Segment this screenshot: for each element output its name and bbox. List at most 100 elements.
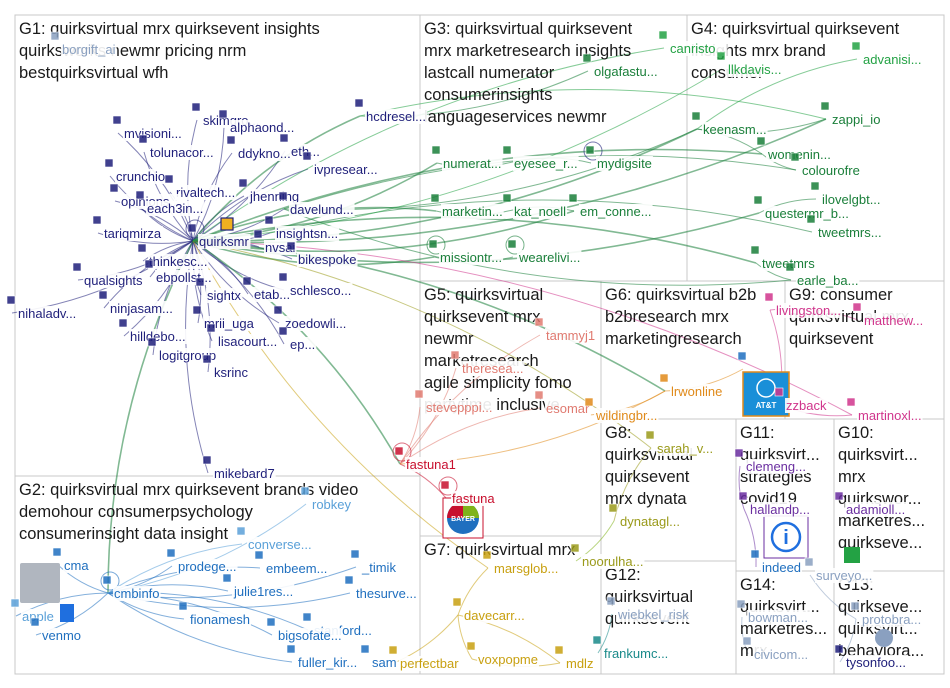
node-lisacourt[interactable]: lisacourt... (206, 323, 279, 349)
node-quirksmr[interactable]: quirksmr (187, 223, 251, 249)
node-davelund[interactable]: davelund... (278, 191, 355, 217)
node-dynatagl[interactable]: dynatagl... (608, 503, 681, 529)
node-rivaltech[interactable]: rivaltech... (164, 174, 237, 200)
node-perfectbar[interactable]: perfectbar (388, 645, 461, 671)
node-converse[interactable]: converse... (236, 526, 313, 552)
node-ivpresear[interactable]: ivpresear... (302, 151, 379, 177)
node-llkdavis[interactable]: llkdavis... (716, 51, 783, 77)
node-livingston[interactable]: livingston... (764, 292, 843, 318)
node-protobra[interactable]: protobra... (850, 601, 923, 627)
node-jhenning[interactable]: jhenning (238, 178, 301, 204)
node-fastuna1[interactable]: fastuna1 (394, 446, 457, 472)
node-colourofre[interactable]: colourofre (790, 152, 861, 178)
node-hilldebo[interactable]: hilldebo... (118, 318, 187, 344)
node-hcdresel[interactable]: hcdresel... (354, 98, 427, 124)
node-theresea[interactable]: theresea... (450, 350, 525, 376)
node-frankumc[interactable]: frankumc... (592, 635, 670, 661)
node-mydigsite[interactable]: mydigsite (585, 145, 653, 171)
node-alphaond[interactable]: alphaond... (218, 109, 296, 135)
node-insightsn[interactable]: insightsn... (264, 215, 340, 241)
node-each3in[interactable]: each3in... (135, 190, 205, 216)
node-eyesee-r[interactable]: eyesee_r... (502, 145, 579, 171)
node-fastuna[interactable]: fastuna (440, 480, 497, 506)
node-borgift-ai[interactable]: borgift_ai (50, 31, 117, 57)
node-ksrinc[interactable]: ksrinc (202, 354, 250, 380)
node-thesurve[interactable]: thesurve... (344, 575, 418, 601)
node-hallandp[interactable]: hallandp... (738, 491, 811, 517)
node-att[interactable] (737, 351, 747, 361)
node-numerat[interactable]: numerat... (431, 145, 503, 171)
node-apple[interactable]: apple (10, 598, 55, 624)
node-sarah-v[interactable]: sarah_v... (645, 430, 715, 456)
node-thinkesc[interactable]: thinkesc... (137, 243, 209, 269)
node-tolunacor[interactable]: tolunacor... (138, 134, 215, 160)
node-venmo[interactable]: venmo (30, 617, 83, 643)
node-timik[interactable]: _timik (350, 549, 398, 575)
node-missiontr[interactable]: missiontr... (428, 239, 504, 265)
node-surveyo[interactable]: surveyo... (804, 557, 874, 583)
node-sightx[interactable]: sightx (195, 277, 243, 303)
node-matthew[interactable]: matthew... (852, 302, 925, 328)
node-marsglob[interactable]: marsglob... (482, 550, 560, 576)
node-bowman[interactable]: bowman... (736, 599, 809, 625)
node-olgafastu[interactable]: olgafastu... (582, 53, 659, 79)
node-qualsights[interactable]: qualsights (72, 262, 145, 288)
node-marketin[interactable]: marketin... (430, 193, 504, 219)
node-clemeng[interactable]: clemeng... (734, 448, 807, 474)
node-earle-ba[interactable]: earle_ba... (785, 262, 860, 288)
node-davecarr[interactable]: davecarr... (452, 597, 526, 623)
node-stevepppi[interactable]: stevepppi... (414, 389, 494, 415)
node-mvisioni[interactable]: mvisioni... (112, 115, 183, 141)
node-wildingbr[interactable]: wildingbr... (584, 397, 659, 423)
node-civicom[interactable]: civicom... (742, 636, 810, 662)
node-nihaladv[interactable]: nihaladv... (6, 295, 78, 321)
node-eth[interactable]: eth... (279, 133, 321, 159)
node-martinoxl[interactable]: martinoxl... (846, 397, 923, 423)
node-em-conne[interactable]: em_conne... (568, 193, 653, 219)
node-fuller-kir[interactable]: fuller_kir... (286, 644, 359, 670)
node-zzback[interactable]: zzback (774, 387, 828, 413)
node-sam[interactable]: sam (360, 644, 398, 670)
node-kat-noell[interactable]: kat_noell (502, 193, 568, 219)
node-etab[interactable]: etab... (242, 276, 292, 302)
node-julie1res[interactable]: julie1res... (222, 573, 295, 599)
node-wiebkel-risk[interactable]: wiebkel_risk (606, 596, 691, 622)
node-cmbinfo[interactable]: cmbinfo (102, 575, 161, 601)
node-prodege[interactable]: prodege... (166, 548, 238, 574)
node-indeed[interactable]: indeed (750, 549, 803, 575)
node-mrii-uga[interactable]: mrii_uga (192, 305, 256, 331)
node-label-bg (439, 250, 504, 265)
node-schlesco[interactable]: schlesco... (278, 272, 353, 298)
node-ilovelgbt[interactable]: ilovelgbt... (810, 181, 882, 207)
node-tysonfoo[interactable]: tysonfoo... (834, 644, 907, 670)
node-zappi-io[interactable]: zappi_io (820, 101, 882, 127)
node-canristo[interactable]: canristo... (658, 30, 728, 56)
node-advanisi[interactable]: advanisi... (851, 41, 923, 67)
node-zoedowli[interactable]: zoedowli... (273, 305, 348, 331)
node-lrwonline[interactable]: lrwonline (659, 373, 724, 399)
node-crunchio[interactable]: crunchio (104, 158, 167, 184)
node-esomar[interactable]: esomar (534, 390, 592, 416)
node-noorulha[interactable]: noorulha... (570, 543, 645, 569)
node-adamioll[interactable]: adamioll... (834, 491, 907, 517)
node-tariqmirza[interactable]: tariqmirza (92, 215, 163, 241)
node-robkey[interactable]: robkey (300, 486, 353, 512)
node-ebpollst[interactable]: ebpollst... (144, 259, 213, 285)
node-mdlz[interactable]: mdlz (554, 645, 595, 671)
node-voxpopme[interactable]: voxpopme (466, 641, 539, 667)
node-questermr-b[interactable]: questermr_b... (753, 195, 850, 221)
node-keenasm[interactable]: keenasm... (691, 111, 768, 137)
node-wearelivi[interactable]: wearelivi... (507, 239, 582, 265)
node-embeem[interactable]: embeem... (254, 550, 329, 576)
node-ddykno[interactable]: ddykno... (226, 135, 292, 161)
node-logitgroup[interactable]: logitgroup (147, 337, 218, 363)
node-tammyj1[interactable]: tammyj1 (534, 317, 597, 343)
node-bigsofate[interactable]: bigsofate... (266, 617, 343, 643)
node-bikespoke[interactable]: bikespoke (286, 241, 358, 267)
node-tweetmrs[interactable]: tweetmrs... (806, 214, 883, 240)
node-ninjasam[interactable]: ninjasam... (98, 290, 174, 316)
node-fionamesh[interactable]: fionamesh (178, 601, 251, 627)
node-mikebard7[interactable]: mikebard7 (202, 455, 276, 481)
node-ep[interactable]: ep... (278, 326, 317, 352)
node-cma[interactable]: cma (52, 547, 91, 573)
